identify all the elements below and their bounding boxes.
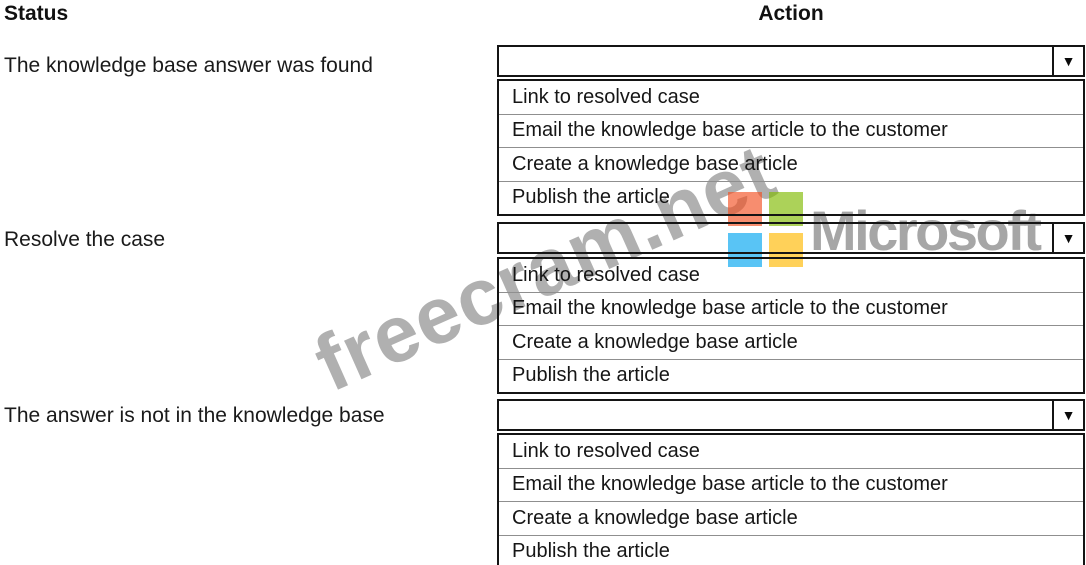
ms-logo-square-blue — [728, 233, 762, 267]
option-email-article-to-customer[interactable]: Email the knowledge base article to the … — [499, 113, 1083, 148]
action-dropdown-2[interactable]: ▼ — [497, 222, 1085, 254]
action-option-list-2: Link to resolved case Email the knowledg… — [497, 257, 1085, 394]
option-create-knowledge-base-article[interactable]: Create a knowledge base article — [499, 147, 1083, 181]
microsoft-wordmark: Microsoft — [810, 199, 1042, 262]
ms-logo-square-red — [728, 192, 762, 226]
action-dropdown-3[interactable]: ▼ — [497, 399, 1085, 431]
option-email-article-to-customer[interactable]: Email the knowledge base article to the … — [499, 291, 1083, 326]
dropdown-arrow-icon[interactable]: ▼ — [1052, 224, 1083, 252]
option-link-to-resolved-case[interactable]: Link to resolved case — [512, 439, 700, 462]
action-dropdown-1-value — [509, 47, 1047, 75]
action-option-list-1: Link to resolved case Email the knowledg… — [497, 79, 1085, 216]
option-link-to-resolved-case[interactable]: Link to resolved case — [512, 263, 700, 286]
status-label-resolve-the-case: Resolve the case — [4, 228, 166, 251]
ms-logo-square-yellow — [769, 233, 803, 267]
status-label-knowledge-base-answer-found: The knowledge base answer was found — [4, 54, 373, 77]
action-column-header: Action — [758, 2, 824, 25]
option-email-article-to-customer[interactable]: Email the knowledge base article to the … — [499, 467, 1083, 502]
option-publish-the-article[interactable]: Publish the article — [499, 358, 1083, 393]
option-create-knowledge-base-article[interactable]: Create a knowledge base article — [499, 325, 1083, 359]
action-dropdown-1[interactable]: ▼ — [497, 45, 1085, 77]
microsoft-logo-watermark — [728, 192, 804, 268]
dropdown-arrow-icon[interactable]: ▼ — [1052, 47, 1083, 75]
option-publish-the-article[interactable]: Publish the article — [499, 180, 1083, 215]
action-option-list-3: Link to resolved case Email the knowledg… — [497, 433, 1085, 565]
option-link-to-resolved-case[interactable]: Link to resolved case — [512, 85, 700, 108]
dropdown-arrow-icon[interactable]: ▼ — [1052, 401, 1083, 429]
ms-logo-square-green — [769, 192, 803, 226]
option-create-knowledge-base-article[interactable]: Create a knowledge base article — [499, 501, 1083, 535]
action-dropdown-3-value — [509, 401, 1047, 429]
action-dropdown-2-value — [509, 224, 1047, 252]
status-label-answer-not-in-knowledge-base: The answer is not in the knowledge base — [4, 404, 385, 427]
status-column-header: Status — [4, 2, 69, 25]
option-publish-the-article[interactable]: Publish the article — [499, 534, 1083, 565]
